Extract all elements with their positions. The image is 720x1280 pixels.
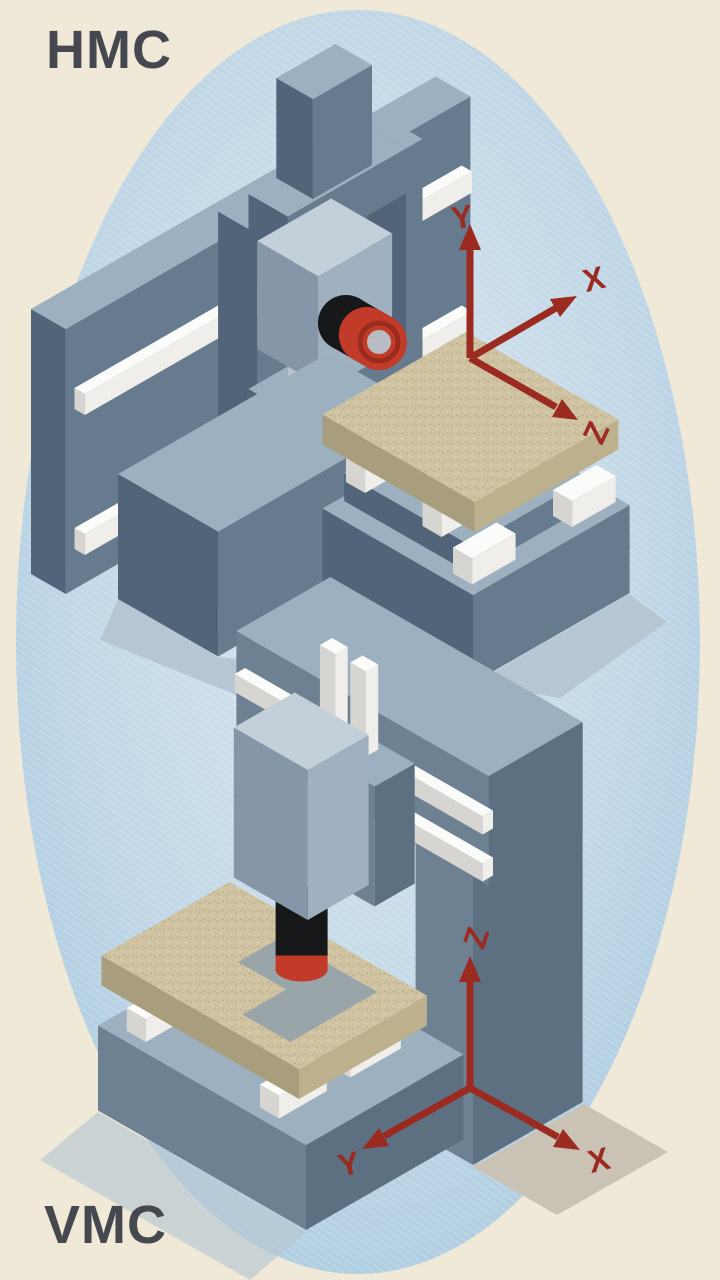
column-slab-left-face (31, 309, 66, 594)
vmc-machine-illustration (98, 577, 583, 1230)
column-rail-lower-left-face (74, 528, 85, 555)
hmc-x-axis-arrow (468, 304, 558, 362)
hmc-x-arrowhead-icon (550, 296, 577, 317)
spindle-head-top-face (233, 692, 369, 770)
slider-top-face (453, 522, 516, 559)
vmc-ground-shadow-left (40, 1112, 306, 1280)
vmc-x-arrowhead-icon (553, 1129, 580, 1150)
slider-left-face (453, 547, 473, 585)
spindle-head-right-face (307, 735, 369, 920)
beam-rail-lower-top-face (395, 807, 493, 864)
slider-left-face (126, 1008, 146, 1042)
machine-pedestal-left-face (118, 474, 219, 657)
workpiece (238, 937, 378, 1042)
spindle-head-left-face (257, 241, 319, 384)
hmc-machine-illustration (31, 44, 630, 683)
slider-right-face (472, 533, 516, 585)
spindle-ring-bottom (275, 957, 328, 982)
vmc-ground-shadow-right (473, 1104, 668, 1215)
hmc-z-axis-arrow (468, 354, 558, 411)
pallet-table-left-face (322, 414, 475, 532)
spindle-bore (367, 330, 391, 354)
pallet-table-right-face (474, 419, 619, 532)
head-rail-top-face (319, 638, 348, 654)
machine-bed-right-face (473, 505, 630, 683)
spindle-nose-ring (357, 320, 401, 364)
column-rail-upper-left-face (74, 388, 85, 415)
slider-top-face (553, 465, 616, 501)
vmc-x-axis-arrow (468, 1084, 560, 1141)
work-table-right-face (299, 995, 427, 1099)
vmc-y-axis-arrow (382, 1084, 472, 1140)
carriage-ring-right-top-face (366, 116, 423, 149)
hmc-title: HMC (46, 20, 172, 80)
slider-left-face (553, 490, 573, 527)
head-rail-right-face (366, 664, 379, 757)
beam-rail-lower-right-face (482, 857, 493, 882)
slider-left-face (259, 1084, 279, 1119)
hmc-axis-triad: Y X Z (449, 198, 617, 449)
pallet-texture (322, 332, 619, 502)
cross-beam-right-face (488, 722, 583, 886)
vmc-title: VMC (44, 1195, 167, 1255)
beam-rail-upper-right-face (482, 810, 493, 835)
hmc-y-axis-label: Y (449, 198, 475, 237)
vmc-y-arrowhead-icon (362, 1128, 389, 1149)
carriage-ring-right-right-face (406, 139, 423, 389)
head-rail-top-face (350, 655, 379, 672)
slide-bracket-right-face (374, 763, 415, 907)
spindle-head-top-face (257, 198, 393, 276)
hmc-z-arrowhead-icon (552, 399, 578, 420)
carriage-post-right-face (312, 65, 372, 199)
hmc-ground-shadow-right (473, 594, 667, 698)
head-rail-right-face (335, 647, 348, 739)
machine-base-left-face (98, 1025, 306, 1230)
machine-pedestal-top-face (118, 354, 427, 532)
beam-rail-lower-left-face (395, 813, 483, 882)
vmc-z-arrowhead-icon (459, 956, 481, 982)
carriage-post-left-face (276, 78, 313, 199)
hmc-y-arrowhead-icon (459, 224, 481, 250)
spindle-head-left-face (233, 727, 308, 920)
slider-right-face (572, 476, 616, 527)
saddle-left-face (344, 473, 471, 574)
cross-beam-top-face (236, 577, 583, 776)
carriage-post-top-face (276, 44, 372, 99)
work-table-left-face (101, 955, 299, 1099)
